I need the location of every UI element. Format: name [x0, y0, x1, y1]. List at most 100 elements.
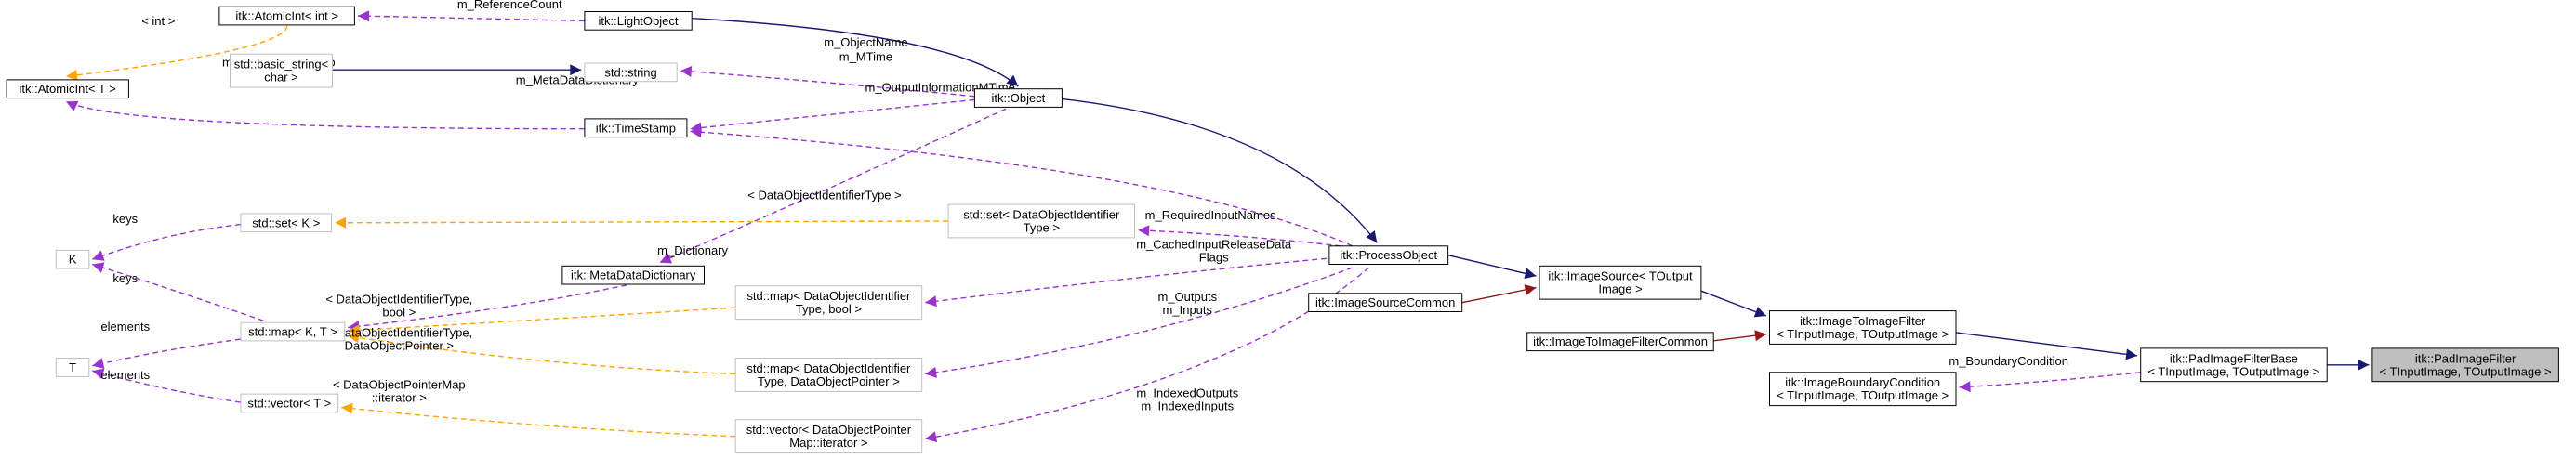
edge-label-keys-1: keys: [112, 212, 138, 226]
edge-ss-to-obj: [680, 66, 975, 98]
edge-setk-to-k: [92, 223, 242, 261]
node-box: [734, 358, 923, 392]
node-box: [584, 62, 678, 83]
node-label: K: [69, 253, 77, 267]
node-label: itk::Object: [992, 91, 1046, 105]
edge-map-ptr: [348, 332, 736, 375]
node-box: [1308, 293, 1463, 312]
node-label: itk::ProcessObject: [1340, 248, 1437, 262]
edge-obj-to-po: [1062, 98, 1378, 243]
edge-ai-to-at: [65, 25, 288, 81]
node-label: itk::AtomicInt< int >: [235, 9, 338, 23]
edge-map-bool: [348, 307, 736, 336]
node-imagesourcecommon[interactable]: itk::ImageSourceCommon: [1308, 293, 1463, 312]
node-k[interactable]: K: [55, 249, 90, 269]
edge-itfc-to-itf: [1713, 330, 1767, 342]
edge-label-dataobj-bool-tpl: < DataObjectIdentifierType,bool >: [325, 293, 472, 320]
node-label: itk::MetaDataDictionary: [571, 268, 696, 282]
node-label: std::basic_string<char >: [234, 58, 329, 85]
node-box: [584, 118, 688, 138]
node-atomicint-int[interactable]: itk::AtomicInt< int >: [218, 6, 355, 26]
edge-label-keys-2: keys: [112, 271, 138, 285]
node-basic-string[interactable]: std::basic_string<char >: [230, 53, 333, 88]
node-box: [2140, 347, 2328, 383]
node-lightobject[interactable]: itk::LightObject: [584, 11, 693, 31]
edge-iter-to-po: [925, 267, 1369, 443]
node-box: [561, 265, 706, 285]
edge-set-to-po: [1138, 225, 1341, 247]
node-std-string[interactable]: std::string: [584, 62, 678, 83]
node-processobject[interactable]: itk::ProcessObject: [1328, 245, 1449, 265]
node-atomicint-t[interactable]: itk::AtomicInt< T >: [6, 79, 129, 99]
node-box: [218, 6, 355, 26]
node-object[interactable]: itk::Object: [973, 88, 1063, 108]
node-label: itk::ImageToImageFilter< TInputImage, TO…: [1777, 314, 1949, 341]
node-box: [55, 249, 90, 269]
node-label: T: [69, 360, 76, 374]
node-box: [55, 358, 90, 377]
node-label: itk::LightObject: [599, 14, 679, 28]
edge-ptr-to-po: [925, 267, 1353, 378]
edge-iter-vec: [341, 402, 736, 438]
node-label: std::set< K >: [252, 216, 320, 229]
edge-isc-to-is: [1461, 284, 1537, 304]
edge-label-m-boundarycondition: m_BoundaryCondition: [1949, 354, 2068, 368]
node-box: [2371, 347, 2559, 383]
node-boundarycondition[interactable]: itk::ImageBoundaryCondition< TInputImage…: [1769, 372, 1957, 407]
node-box: [240, 393, 339, 413]
node-set-k[interactable]: std::set< K >: [240, 213, 333, 233]
edge-lo-to-obj: [692, 18, 1019, 87]
node-imagetoimagefilter[interactable]: itk::ImageToImageFilter< TInputImage, TO…: [1769, 310, 1957, 345]
node-box: [240, 321, 346, 342]
edge-label-m-mtime: m_MTime: [839, 49, 892, 63]
edge-label-int-tpl: < int >: [141, 14, 175, 28]
edge-ai-to-lo: [357, 10, 585, 22]
edge-label-m-referencecount: m_ReferenceCount: [457, 0, 562, 11]
node-label: itk::PadImageFilterBase< TInputImage, TO…: [2147, 351, 2319, 378]
edge-t-to-map: [92, 338, 242, 369]
edge-label-dataobj-pointer-tpl: < DataObjectIdentifierType,DataObjectPoi…: [325, 325, 472, 352]
edge-itf-to-pfb: [1955, 332, 2138, 360]
edge-label-m-requiredinputnames: m_RequiredInputNames: [1145, 208, 1276, 222]
node-label: std::map< K, T >: [248, 325, 337, 339]
node-t[interactable]: T: [55, 358, 90, 377]
node-padimagefilterbase[interactable]: itk::PadImageFilterBase< TInputImage, TO…: [2140, 347, 2328, 383]
edge-bc-to-pfb: [1959, 372, 2141, 393]
node-imagetoimagefiltercommon[interactable]: itk::ImageToImageFilterCommon: [1526, 332, 1714, 352]
node-label: itk::PadImageFilter< TInputImage, TOutpu…: [2380, 351, 2552, 378]
node-metadatadictionary[interactable]: itk::MetaDataDictionary: [561, 265, 706, 285]
node-label: itk::ImageBoundaryCondition< TInputImage…: [1777, 375, 1949, 402]
node-map-kt[interactable]: std::map< K, T >: [240, 321, 346, 342]
edge-ts-to-po: [690, 126, 1353, 247]
node-vector-t[interactable]: std::vector< T >: [240, 393, 339, 413]
node-box: [6, 79, 129, 99]
node-label: itk::AtomicInt< T >: [20, 82, 116, 96]
edge-label-m-dictionary: m_Dictionary: [657, 243, 728, 257]
edge-ts-to-obj: [690, 98, 975, 134]
edge-at-to-ts: [65, 100, 585, 130]
edge-label-elements-2: elements: [100, 368, 150, 382]
edge-is-to-itf: [1700, 290, 1767, 318]
node-box: [1539, 265, 1702, 300]
node-label: itk::ImageSourceCommon: [1315, 295, 1455, 309]
node-padimagefilter[interactable]: itk::PadImageFilter< TInputImage, TOutpu…: [2371, 347, 2559, 383]
edge-bool-to-po: [925, 256, 1336, 308]
edge-label-pointermap-tpl: < DataObjectPointerMap::iterator >: [333, 378, 466, 405]
node-box: [1526, 332, 1714, 352]
node-label: std::string: [604, 65, 656, 79]
node-box: [734, 285, 923, 321]
node-label: std::vector< T >: [247, 396, 331, 410]
node-timestamp[interactable]: itk::TimeStamp: [584, 118, 688, 138]
